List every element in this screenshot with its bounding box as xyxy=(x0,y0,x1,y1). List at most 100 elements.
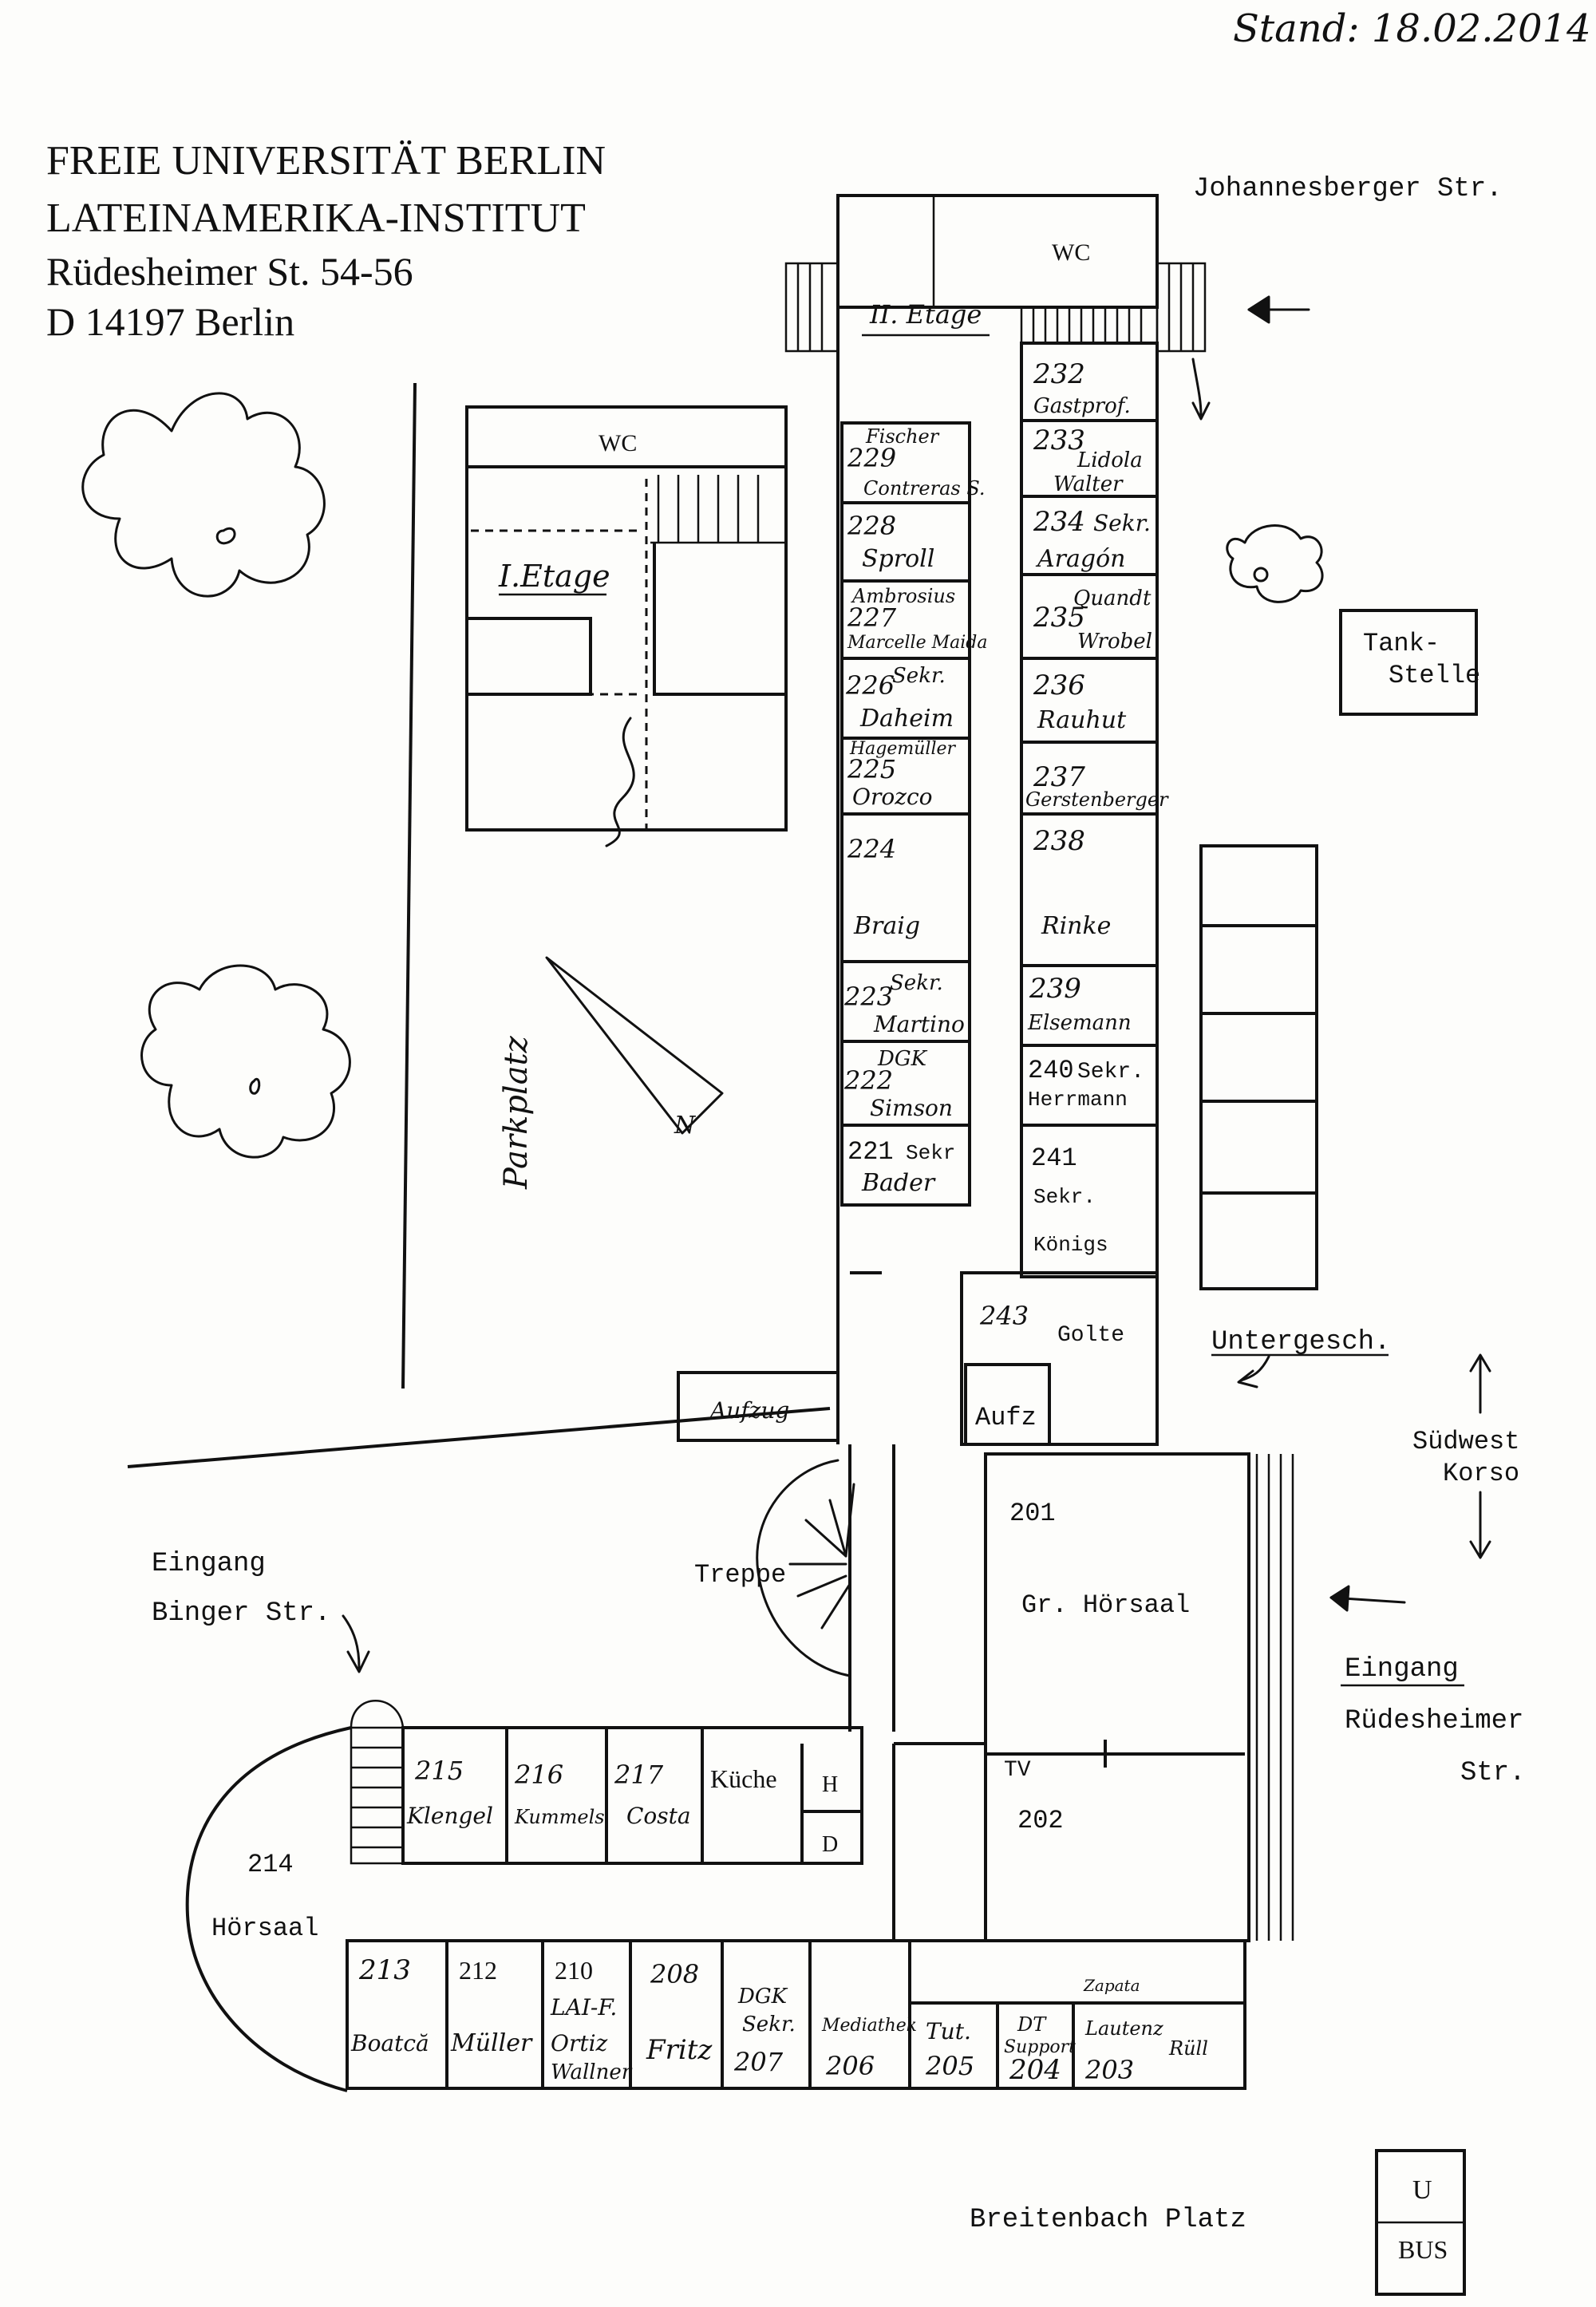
room-216-number: 216 xyxy=(514,1760,563,1790)
room-221-name: Bader xyxy=(861,1169,936,1197)
room-205-number: 205 xyxy=(925,2051,974,2081)
room-212-number: 212 xyxy=(459,1956,497,1985)
room-238-number: 238 xyxy=(1033,825,1085,857)
room-226-name: Daheim xyxy=(859,705,954,733)
room-225-number: 225 xyxy=(847,754,896,784)
eingang-ruedesheimer-line-2: Rüdesheimer xyxy=(1345,1706,1523,1736)
stairs-right-top xyxy=(1020,262,1207,353)
room-239-number: 239 xyxy=(1029,973,1081,1005)
wc-first-floor: WC xyxy=(598,430,637,456)
date-stamp: Stand: 18.02.2014 xyxy=(1233,6,1591,51)
room-233-name-2: Walter xyxy=(1053,472,1124,496)
eingang-ruedesheimer-line-3: Str. xyxy=(1460,1758,1526,1788)
stairs-wing xyxy=(350,1700,405,1865)
room-224-number: 224 xyxy=(847,834,896,864)
room-238-name: Rinke xyxy=(1041,912,1111,940)
room-210-name-2: Wallner xyxy=(551,2060,633,2084)
room-223-name: Martino xyxy=(873,1011,965,1037)
room-226-role: Sekr. xyxy=(892,664,946,688)
parkplatz-label: Parkplatz xyxy=(498,1035,535,1190)
room-206-name: Mediathek xyxy=(821,2016,917,2036)
room-203-name-2: Lautenz xyxy=(1084,2017,1163,2040)
stairs-left-top xyxy=(784,262,839,353)
tankstelle-box xyxy=(1339,609,1478,716)
room-222-number: 222 xyxy=(843,1065,893,1096)
room-221-number: 221 xyxy=(847,1137,894,1167)
eingang-binger-line-2: Binger Str. xyxy=(152,1598,330,1629)
room-226-number: 226 xyxy=(845,670,895,701)
first-floor-label: I.Etage xyxy=(498,559,610,594)
suedwest-korso-line-2: Korso xyxy=(1443,1459,1519,1488)
room-236-name: Rauhut xyxy=(1037,706,1127,734)
room-206-number: 206 xyxy=(825,2051,875,2081)
arrow-down-icon xyxy=(1469,1491,1491,1559)
upper-wing-rooms xyxy=(401,1726,863,1865)
room-216-name: Kummels xyxy=(514,1806,605,1828)
room-241-role: Sekr. xyxy=(1033,1185,1096,1209)
suedwest-korso-line-1: Südwest xyxy=(1412,1427,1519,1456)
room-203-name-3: Rüll xyxy=(1168,2037,1208,2060)
room-229-name-2: Contreras S. xyxy=(863,477,986,500)
org-line-1: FREIE UNIVERSITÄT BERLIN xyxy=(46,138,606,184)
room-204-name-1: DT xyxy=(1017,2013,1047,2036)
tankstelle-line-2: Stelle xyxy=(1389,661,1480,690)
parking-stripes xyxy=(1199,844,1318,1290)
room-227-name-1: Ambrosius xyxy=(851,585,955,607)
room-204-name-2: Support xyxy=(1004,2037,1076,2057)
room-223-role: Sekr. xyxy=(890,971,943,995)
tree-icon xyxy=(1226,524,1324,603)
lower-wing-rooms xyxy=(346,1939,1246,2090)
room-234-name: Aragón xyxy=(1035,545,1125,573)
room-214-name: Hörsaal xyxy=(211,1914,318,1943)
restroom-d-label: D xyxy=(822,1832,838,1857)
room-227-name-2: Marcelle Maida xyxy=(847,633,987,653)
room-228-number: 228 xyxy=(847,511,896,541)
room-217-name: Costa xyxy=(626,1803,691,1829)
left-office-column xyxy=(840,421,971,1207)
room-205-name: Tut. xyxy=(926,2018,971,2044)
elevator-inside-label: Aufz xyxy=(975,1403,1037,1432)
tv-label: TV xyxy=(1004,1758,1031,1783)
arrow-up-icon xyxy=(1469,1353,1491,1414)
room-232-name: Gastprof. xyxy=(1033,394,1131,418)
room-235-name-2: Wrobel xyxy=(1077,630,1152,654)
room-243-number: 243 xyxy=(979,1301,1029,1331)
room-210-role: LAI-F. xyxy=(550,1994,617,2021)
tree-icon xyxy=(140,964,351,1159)
room-227-number: 227 xyxy=(847,602,897,633)
room-204-number: 204 xyxy=(1009,2054,1061,2086)
room-210-number: 210 xyxy=(555,1956,593,1985)
address-street: Rüdesheimer St. 54-56 xyxy=(46,249,413,294)
spiral-staircase xyxy=(756,1459,855,1677)
room-236-number: 236 xyxy=(1033,670,1085,701)
room-229-number: 229 xyxy=(847,443,896,473)
room-225-name-1: Hagemüller xyxy=(849,739,957,759)
untergeschoss-label: Untergesch. xyxy=(1211,1327,1390,1357)
room-241-name: Königs xyxy=(1033,1233,1108,1257)
second-floor-label: II. Etage xyxy=(869,299,982,330)
room-240-number: 240 xyxy=(1028,1056,1074,1085)
room-224-name: Braig xyxy=(853,912,920,940)
elevator-outside-label: Aufzug xyxy=(708,1397,789,1424)
room-207-role-1: DGK xyxy=(737,1985,788,2009)
room-203-name-1: Zapata xyxy=(1083,1976,1140,1995)
arrow-down-icon xyxy=(1191,358,1211,421)
room-239-name: Elsemann xyxy=(1027,1011,1132,1035)
room-222-role: DGK xyxy=(877,1047,928,1071)
room-217-number: 217 xyxy=(614,1760,664,1790)
room-240-role: Sekr. xyxy=(1077,1060,1144,1084)
north-label: N xyxy=(674,1112,697,1140)
entrance-arrow-icon xyxy=(342,1614,370,1673)
room-215-name: Klengel xyxy=(406,1803,493,1829)
org-line-2: LATEINAMERIKA-INSTITUT xyxy=(46,196,586,241)
room-207-number: 207 xyxy=(733,2047,784,2077)
address-city: D 14197 Berlin xyxy=(46,299,294,344)
kitchen-label: Küche xyxy=(710,1764,777,1793)
room-229-name-1: Fischer xyxy=(865,425,940,448)
room-213-name: Boatcă xyxy=(350,2030,429,2056)
room-222-name: Simson xyxy=(870,1095,953,1121)
arrow-left-icon xyxy=(1247,295,1310,324)
room-235-name-1: Quandt xyxy=(1073,587,1152,610)
